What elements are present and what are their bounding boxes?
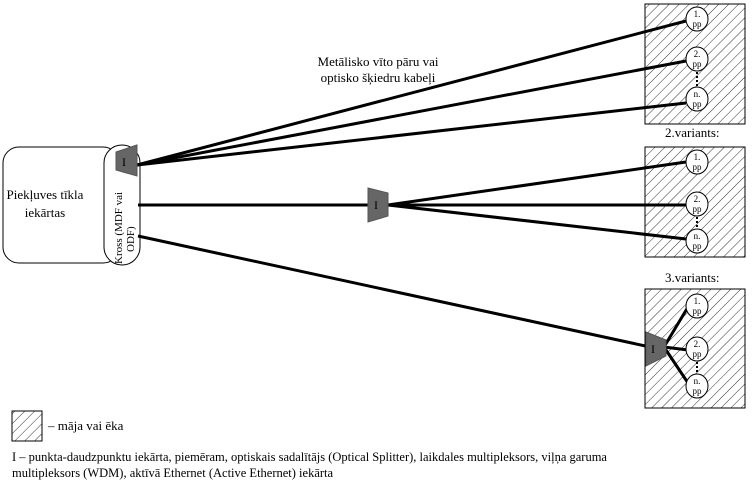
node-2-pp: pp [693, 59, 703, 69]
node-1-num: 1. [694, 152, 701, 162]
subscriber-nodes-house-3: 1. pp 2. pp n. pp [685, 293, 709, 399]
node-1-num: 1. [694, 296, 701, 306]
legend-description: I – punkta-daudzpunktu iekārta, piemēram… [12, 449, 747, 481]
splitter-variant-1-label: I [122, 155, 126, 169]
variant-2-lines [138, 160, 687, 241]
node-n-num: n. [694, 89, 701, 99]
cross-connect-label-1: Kross (MDF vai [113, 192, 125, 264]
splitter-variant-2-label: I [374, 198, 378, 212]
splitter-variant-1 [115, 144, 138, 177]
legend-line-2: multipleksors (WDM), aktīvā Ethernet (Ac… [12, 466, 334, 480]
subscriber-nodes-house-2: 1. pp 2. pp n. pp [685, 149, 709, 254]
cable-label-1: Metālisko vīto pāru vai [318, 54, 439, 69]
node-n-num: n. [694, 376, 701, 386]
node-1-num: 1. [694, 9, 701, 19]
splitter-variant-3-label: I [651, 342, 655, 356]
node-n-pp: pp [693, 99, 703, 109]
variant-3-label: 3.variants: [665, 270, 720, 285]
legend-house-swatch [11, 410, 43, 442]
node-2-pp: pp [693, 204, 703, 214]
node-1-pp: pp [693, 19, 703, 29]
variant-1-lines [136, 19, 687, 167]
access-equipment-label-1: Piekļuves tīkla [7, 187, 84, 202]
node-n-pp: pp [693, 241, 703, 251]
variant-3-branches [662, 306, 690, 384]
node-2-pp: pp [693, 349, 703, 359]
node-n-pp: pp [693, 386, 703, 396]
cable-label-2: optisko šķiedru kabeļi [321, 70, 436, 85]
cross-connect-label-2: ODF) [125, 226, 137, 252]
node-2-num: 2. [694, 339, 701, 349]
splitter-variant-3 [645, 331, 667, 367]
node-1-pp: pp [693, 306, 703, 316]
variant-2-label: 2.variants: [665, 125, 720, 140]
node-2-num: 2. [694, 194, 701, 204]
legend-house-label: – māja vai ēka [47, 418, 124, 433]
legend-line-1: I – punkta-daudzpunktu iekārta, piemēram… [12, 450, 607, 464]
node-2-num: 2. [694, 49, 701, 59]
node-n-num: n. [694, 231, 701, 241]
node-1-pp: pp [693, 162, 703, 172]
variant-3-line [137, 234, 651, 349]
splitter-variant-2 [367, 187, 389, 223]
access-equipment-label-2: iekārtas [25, 205, 65, 220]
access-equipment-box: Piekļuves tīkla iekārtas [2, 146, 120, 264]
subscriber-nodes-house-1: 1. pp 2. pp n. pp [685, 6, 709, 112]
